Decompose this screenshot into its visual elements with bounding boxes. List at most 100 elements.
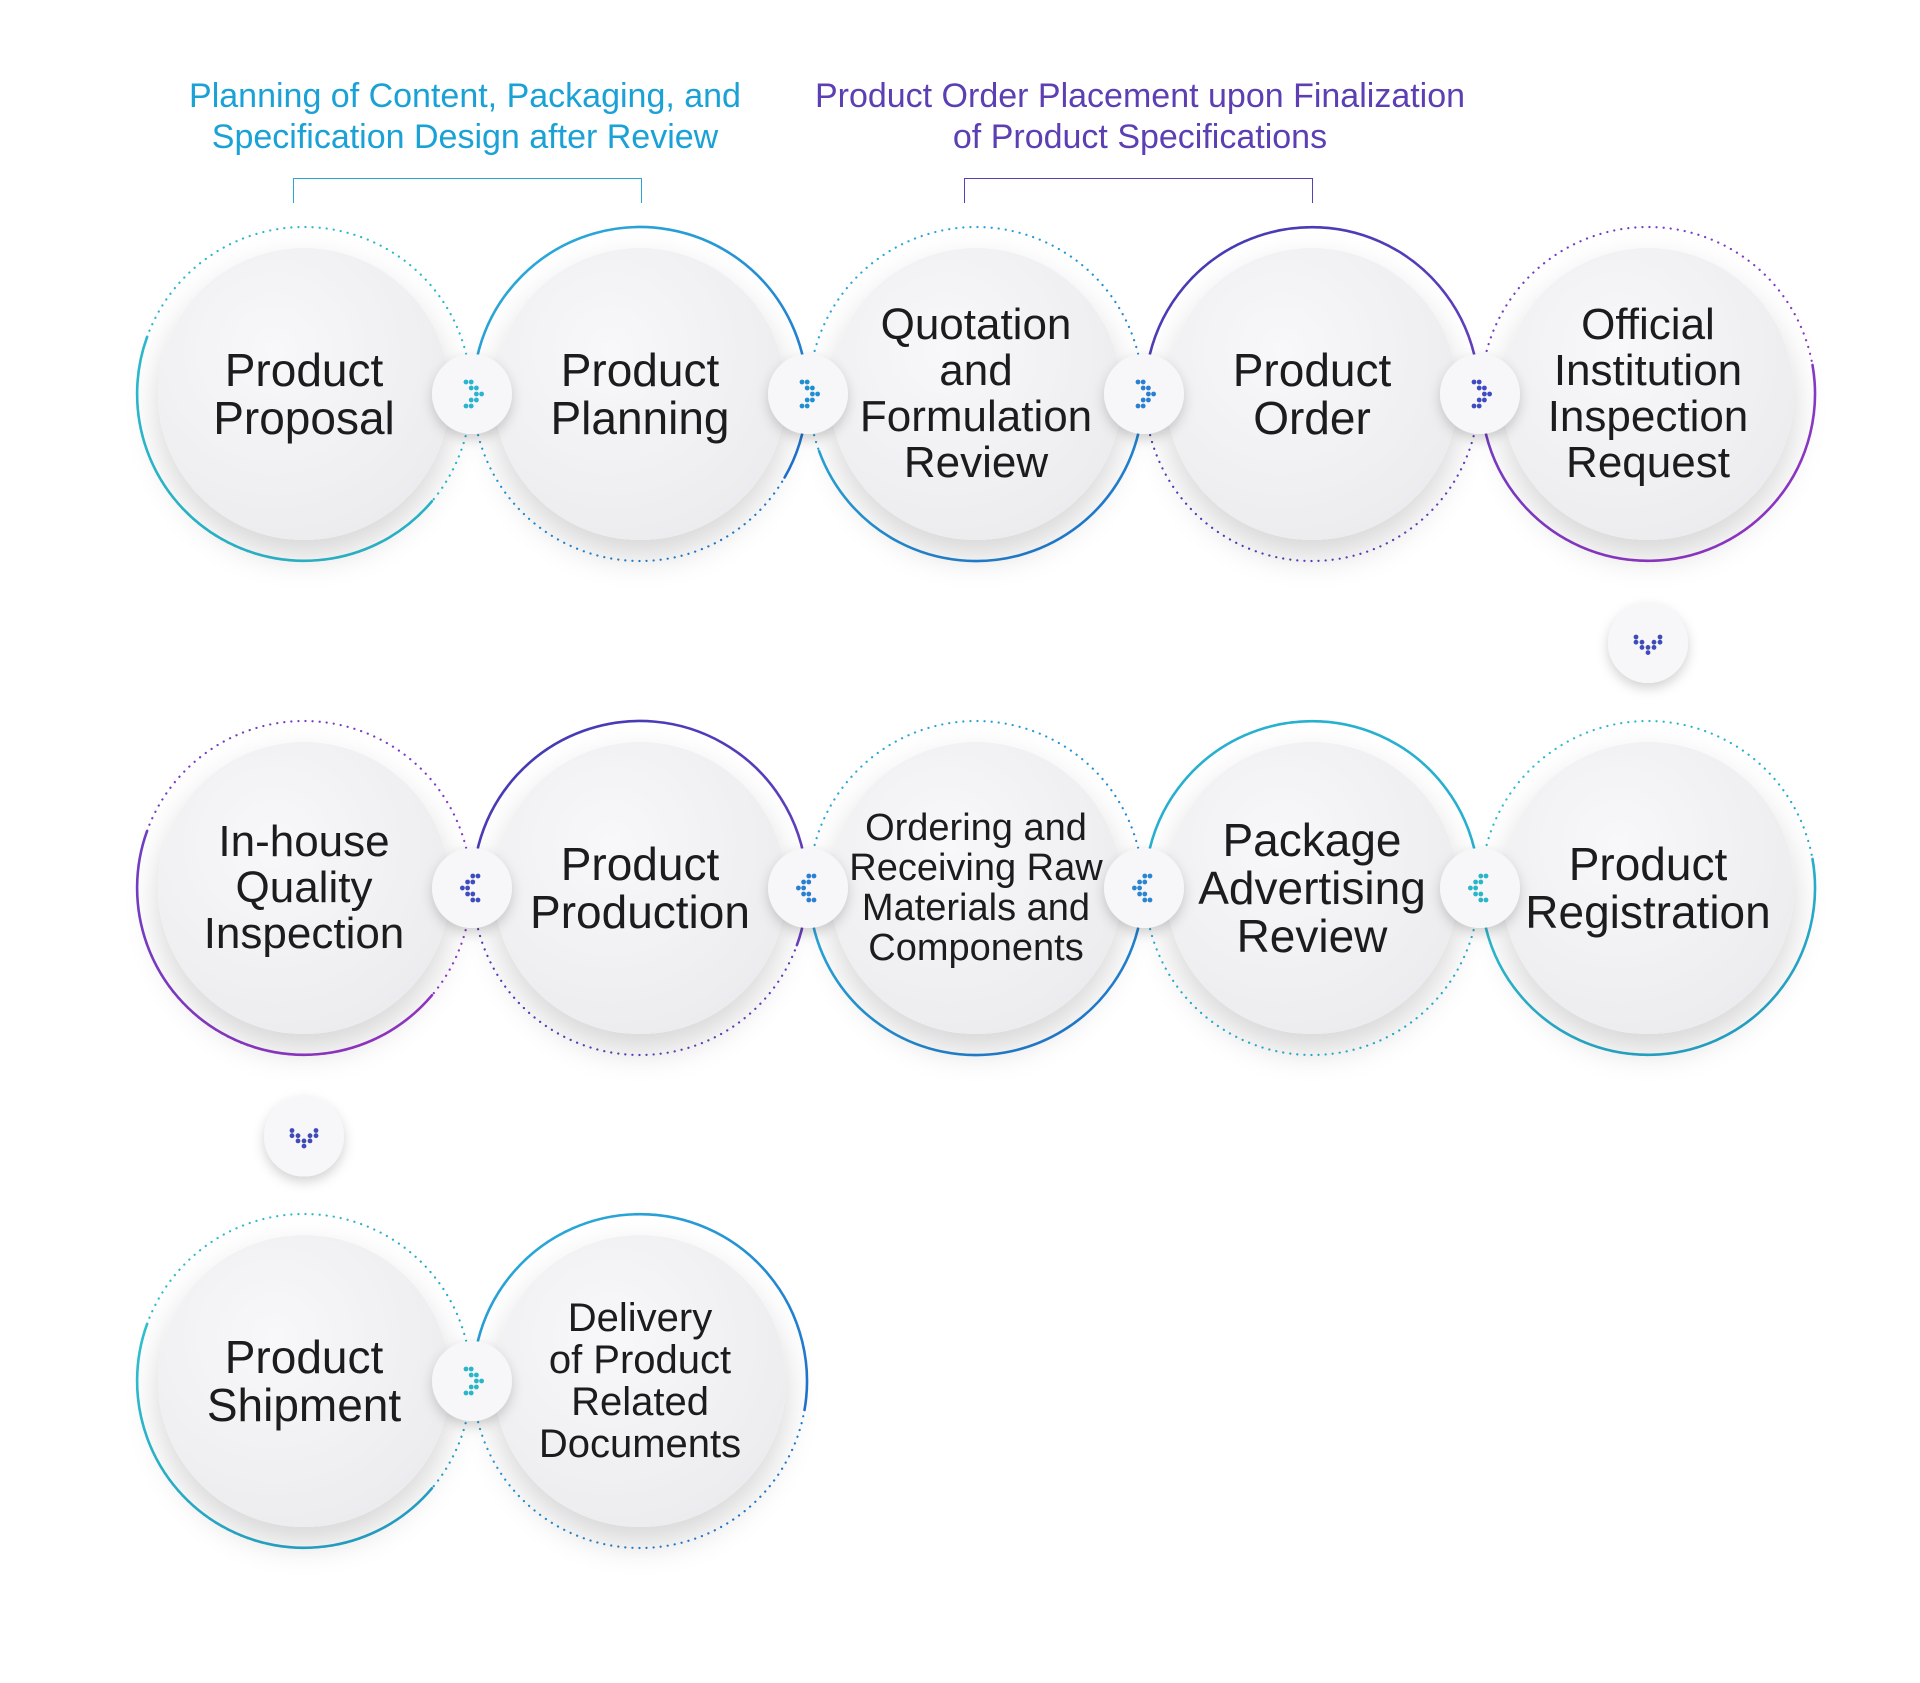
chevron-dot xyxy=(1482,391,1487,397)
connector-button-bg xyxy=(768,354,848,434)
ordering-receiving-raw-materials-disc xyxy=(830,742,1122,1034)
chevron-dot xyxy=(1140,403,1146,409)
chevron-dot xyxy=(1135,379,1141,385)
delivery-product-documents-disc xyxy=(494,1235,786,1527)
planning-annotation: Planning of Content, Packaging, and Spec… xyxy=(165,76,765,158)
package-advertising-review-label-line: Advertising xyxy=(1198,862,1426,914)
chevron-right-connector-2 xyxy=(1104,354,1184,434)
product-order-disc xyxy=(1166,248,1458,540)
chevron-dot xyxy=(806,879,812,885)
product-production-disc xyxy=(494,742,786,1034)
chevron-dot xyxy=(1146,397,1151,403)
product-shipment-disc xyxy=(158,1235,450,1527)
chevron-dot xyxy=(1147,873,1153,879)
connector-button-bg xyxy=(1104,848,1184,928)
chevron-right-icon xyxy=(1471,379,1492,409)
chevron-dot xyxy=(474,1378,479,1384)
product-proposal-label-line: Proposal xyxy=(213,392,395,444)
chevron-dot xyxy=(470,873,476,879)
chevron-dot xyxy=(474,1372,479,1378)
chevron-dot xyxy=(815,391,820,397)
chevron-dot xyxy=(1657,634,1663,640)
product-production-label-line: Product xyxy=(560,838,720,890)
in-house-quality-inspection-label-line: In-house xyxy=(218,817,390,866)
connector-button-bg xyxy=(1440,354,1520,434)
chevron-dot xyxy=(463,1390,469,1396)
chevron-dot xyxy=(1639,639,1645,645)
quotation-formulation-review-solid-arc xyxy=(817,363,1145,563)
chevron-dot xyxy=(1639,645,1645,650)
chevron-dot xyxy=(804,403,810,409)
connector-button-bg xyxy=(432,848,512,928)
chevron-dot xyxy=(804,397,810,403)
chevron-dot xyxy=(1483,897,1489,903)
in-house-quality-inspection-disc xyxy=(158,742,450,1034)
chevron-dot xyxy=(468,1384,474,1390)
chevron-dot xyxy=(289,1133,295,1139)
chevron-dot xyxy=(1137,879,1142,885)
package-advertising-review-solid-arc xyxy=(1143,719,1481,919)
chevron-left-connector-6 xyxy=(1104,848,1184,928)
product-planning-label-line: Product xyxy=(560,344,720,396)
connector-button-bg xyxy=(768,848,848,928)
chevron-right-connector-10 xyxy=(432,1341,512,1421)
ordering-receiving-raw-materials-solid-arc xyxy=(810,857,1145,1057)
chevron-dot xyxy=(811,897,817,903)
in-house-quality-inspection-solid-arc xyxy=(135,829,434,1057)
product-order-label-line: Product xyxy=(1232,344,1392,396)
chevron-dot xyxy=(463,403,469,409)
chevron-dot xyxy=(468,385,474,391)
delivery-product-documents-label-line: Related xyxy=(571,1380,709,1424)
in-house-quality-inspection-label-line: Quality xyxy=(235,863,373,912)
disc-layer xyxy=(158,248,1794,1527)
chevron-dot xyxy=(796,885,801,891)
chevron-left-icon xyxy=(1132,873,1153,903)
product-proposal-solid-arc xyxy=(135,335,434,563)
planning-annotation-line-1: Planning of Content, Packaging, and xyxy=(189,77,741,115)
product-registration-label-line: Registration xyxy=(1525,886,1771,938)
chevron-dot xyxy=(474,1384,479,1390)
official-institution-inspection-request-disc xyxy=(1502,248,1794,540)
chevron-dot xyxy=(313,1133,319,1139)
chevron-dot xyxy=(1471,379,1477,385)
chevron-dot xyxy=(1476,397,1482,403)
chevron-dot xyxy=(1140,379,1146,385)
chevron-dot xyxy=(799,379,805,385)
order-annotation-line-1: Product Order Placement upon Finalizatio… xyxy=(814,77,1466,115)
package-advertising-review-label-line: Package xyxy=(1222,814,1402,866)
chevron-left-connector-7 xyxy=(768,848,848,928)
chevron-right-connector-3 xyxy=(1440,354,1520,434)
chevron-dot xyxy=(474,385,479,391)
chevron-dot xyxy=(1651,645,1657,650)
chevron-dot xyxy=(806,891,812,897)
product-proposal-disc xyxy=(158,248,450,540)
chevron-dot xyxy=(1483,873,1489,879)
product-production-label-line: Production xyxy=(530,886,750,938)
chevron-down-connector-4 xyxy=(1608,603,1688,683)
chevron-dot xyxy=(1478,897,1484,903)
chevron-dot xyxy=(801,885,806,891)
ordering-receiving-raw-materials-label-line: Ordering and xyxy=(865,807,1087,849)
chevron-dot xyxy=(806,873,812,879)
chevron-dot xyxy=(1137,885,1142,891)
chevron-dot xyxy=(810,391,815,397)
chevron-dot xyxy=(810,397,815,403)
chevron-right-icon xyxy=(463,1366,484,1396)
product-shipment-label-line: Shipment xyxy=(206,1379,402,1431)
product-registration-disc xyxy=(1502,742,1794,1034)
connector-button-bg xyxy=(432,1341,512,1421)
package-advertising-review-disc xyxy=(1166,742,1458,1034)
chevron-dot xyxy=(301,1138,307,1144)
